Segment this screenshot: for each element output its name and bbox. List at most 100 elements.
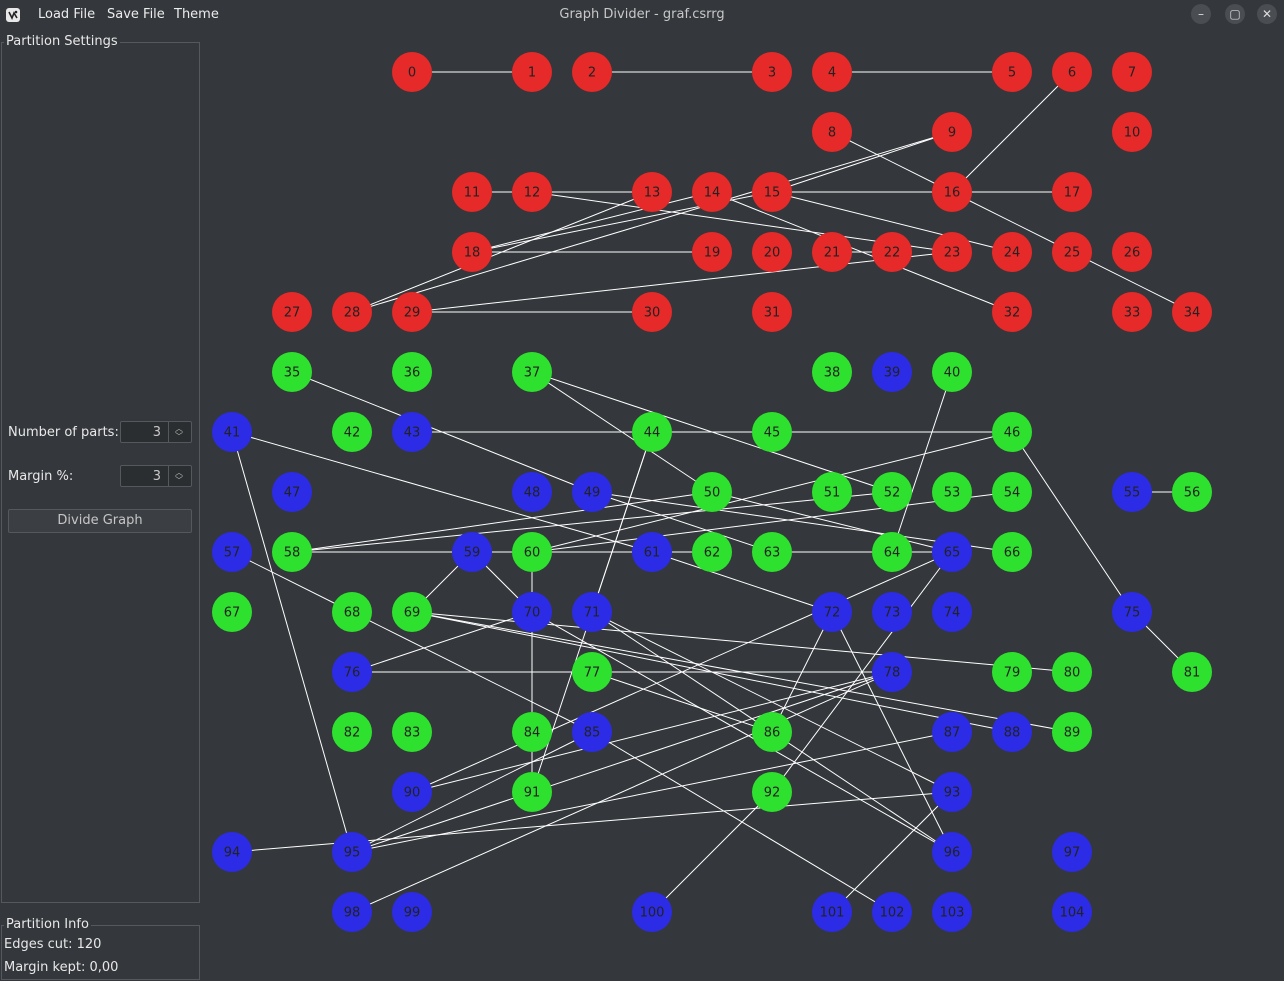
graph-node-58[interactable]: 58 — [272, 532, 312, 572]
graph-node-29[interactable]: 29 — [392, 292, 432, 332]
graph-node-circle[interactable] — [332, 832, 372, 872]
graph-node-circle[interactable] — [932, 712, 972, 752]
graph-node-4[interactable]: 4 — [812, 52, 852, 92]
graph-node-circle[interactable] — [992, 532, 1032, 572]
graph-node-20[interactable]: 20 — [752, 232, 792, 272]
graph-node-circle[interactable] — [392, 592, 432, 632]
graph-node-circle[interactable] — [872, 892, 912, 932]
graph-node-circle[interactable] — [1172, 292, 1212, 332]
graph-node-7[interactable]: 7 — [1112, 52, 1152, 92]
graph-node-circle[interactable] — [1052, 172, 1092, 212]
graph-node-circle[interactable] — [452, 532, 492, 572]
graph-node-101[interactable]: 101 — [812, 892, 852, 932]
graph-node-64[interactable]: 64 — [872, 532, 912, 572]
graph-node-38[interactable]: 38 — [812, 352, 852, 392]
graph-node-circle[interactable] — [392, 412, 432, 452]
graph-node-3[interactable]: 3 — [752, 52, 792, 92]
graph-node-circle[interactable] — [932, 472, 972, 512]
maximize-button[interactable]: ▢ — [1225, 4, 1245, 24]
graph-node-76[interactable]: 76 — [332, 652, 372, 692]
graph-node-23[interactable]: 23 — [932, 232, 972, 272]
graph-node-57[interactable]: 57 — [212, 532, 252, 572]
graph-node-49[interactable]: 49 — [572, 472, 612, 512]
graph-node-circle[interactable] — [512, 52, 552, 92]
graph-node-circle[interactable] — [1052, 712, 1092, 752]
graph-node-79[interactable]: 79 — [992, 652, 1032, 692]
graph-node-68[interactable]: 68 — [332, 592, 372, 632]
graph-node-circle[interactable] — [332, 292, 372, 332]
graph-node-circle[interactable] — [632, 892, 672, 932]
graph-node-60[interactable]: 60 — [512, 532, 552, 572]
graph-node-45[interactable]: 45 — [752, 412, 792, 452]
graph-node-28[interactable]: 28 — [332, 292, 372, 332]
graph-node-circle[interactable] — [1112, 592, 1152, 632]
graph-node-26[interactable]: 26 — [1112, 232, 1152, 272]
graph-node-circle[interactable] — [692, 532, 732, 572]
graph-node-8[interactable]: 8 — [812, 112, 852, 152]
graph-node-18[interactable]: 18 — [452, 232, 492, 272]
graph-node-circle[interactable] — [332, 892, 372, 932]
graph-node-circle[interactable] — [752, 712, 792, 752]
graph-node-circle[interactable] — [752, 52, 792, 92]
graph-node-circle[interactable] — [332, 652, 372, 692]
graph-node-circle[interactable] — [932, 772, 972, 812]
graph-node-circle[interactable] — [392, 892, 432, 932]
graph-node-39[interactable]: 39 — [872, 352, 912, 392]
graph-node-circle[interactable] — [452, 172, 492, 212]
graph-node-96[interactable]: 96 — [932, 832, 972, 872]
graph-node-circle[interactable] — [1052, 52, 1092, 92]
graph-node-86[interactable]: 86 — [752, 712, 792, 752]
graph-node-0[interactable]: 0 — [392, 52, 432, 92]
graph-node-46[interactable]: 46 — [992, 412, 1032, 452]
graph-node-circle[interactable] — [932, 892, 972, 932]
graph-node-circle[interactable] — [932, 532, 972, 572]
graph-node-102[interactable]: 102 — [872, 892, 912, 932]
graph-node-9[interactable]: 9 — [932, 112, 972, 152]
graph-node-31[interactable]: 31 — [752, 292, 792, 332]
graph-node-circle[interactable] — [812, 472, 852, 512]
menu-save-file[interactable]: Save File — [107, 7, 165, 22]
graph-node-circle[interactable] — [572, 592, 612, 632]
graph-node-91[interactable]: 91 — [512, 772, 552, 812]
graph-node-circle[interactable] — [932, 172, 972, 212]
graph-node-92[interactable]: 92 — [752, 772, 792, 812]
graph-node-59[interactable]: 59 — [452, 532, 492, 572]
graph-node-12[interactable]: 12 — [512, 172, 552, 212]
graph-node-circle[interactable] — [512, 772, 552, 812]
menu-load-file[interactable]: Load File — [38, 7, 96, 22]
graph-node-circle[interactable] — [572, 52, 612, 92]
graph-node-50[interactable]: 50 — [692, 472, 732, 512]
graph-node-87[interactable]: 87 — [932, 712, 972, 752]
graph-node-103[interactable]: 103 — [932, 892, 972, 932]
graph-node-104[interactable]: 104 — [1052, 892, 1092, 932]
graph-node-circle[interactable] — [212, 412, 252, 452]
graph-node-67[interactable]: 67 — [212, 592, 252, 632]
graph-node-66[interactable]: 66 — [992, 532, 1032, 572]
graph-node-62[interactable]: 62 — [692, 532, 732, 572]
graph-node-36[interactable]: 36 — [392, 352, 432, 392]
graph-node-circle[interactable] — [752, 412, 792, 452]
graph-node-84[interactable]: 84 — [512, 712, 552, 752]
graph-node-circle[interactable] — [452, 232, 492, 272]
graph-node-circle[interactable] — [992, 52, 1032, 92]
graph-node-circle[interactable] — [1052, 232, 1092, 272]
chevron-up-icon[interactable]: ︿ — [175, 424, 183, 433]
graph-node-41[interactable]: 41 — [212, 412, 252, 452]
graph-node-circle[interactable] — [752, 772, 792, 812]
graph-node-71[interactable]: 71 — [572, 592, 612, 632]
graph-node-54[interactable]: 54 — [992, 472, 1032, 512]
graph-node-circle[interactable] — [572, 712, 612, 752]
graph-node-circle[interactable] — [992, 232, 1032, 272]
graph-node-74[interactable]: 74 — [932, 592, 972, 632]
graph-node-circle[interactable] — [392, 712, 432, 752]
graph-node-circle[interactable] — [992, 412, 1032, 452]
graph-node-43[interactable]: 43 — [392, 412, 432, 452]
graph-node-100[interactable]: 100 — [632, 892, 672, 932]
graph-node-circle[interactable] — [512, 532, 552, 572]
graph-node-69[interactable]: 69 — [392, 592, 432, 632]
chevron-up-icon[interactable]: ︿ — [175, 468, 183, 477]
graph-node-21[interactable]: 21 — [812, 232, 852, 272]
graph-node-48[interactable]: 48 — [512, 472, 552, 512]
graph-node-circle[interactable] — [212, 832, 252, 872]
